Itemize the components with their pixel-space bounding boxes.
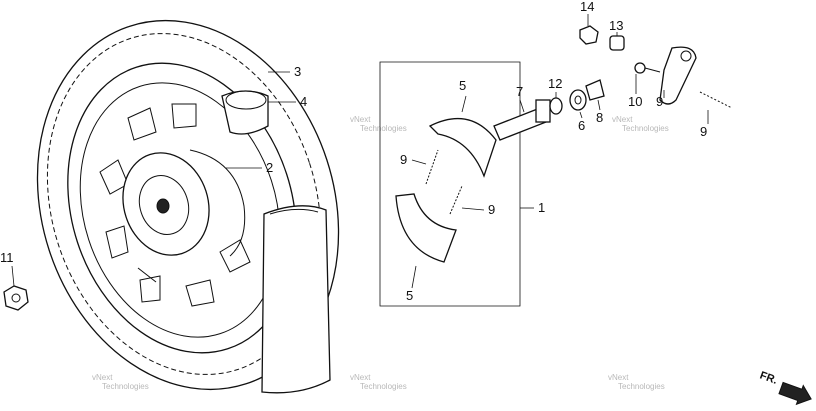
leader-line-6 [579,111,583,119]
brake-panel-group [379,61,521,307]
leader-line-7 [519,99,525,113]
callout-5-top: 5 [459,78,466,93]
valve-stem [137,267,157,283]
watermark-text-line1: vNext [92,373,113,382]
watermark-text-line1: vNext [608,373,629,382]
bolt-head [634,62,646,74]
brake-arm-hole [680,50,692,62]
front-direction-arrow: FR. [758,370,812,406]
leader-line-8 [597,99,601,111]
hub-inner [138,175,190,235]
callout-12: 10 [628,94,642,109]
leader-lines [11,14,709,289]
brake-panel-frame [379,61,521,307]
indicator-plate-body [585,79,605,101]
leader-line-13 [11,265,15,287]
bolt-shank [644,67,661,73]
tire-tread [46,33,322,375]
callout-15: 13 [609,18,623,33]
washer-illustration [569,89,587,111]
leader-line-9-top [411,159,427,165]
rim-band [221,90,269,135]
return-spring-illustration [699,91,733,109]
cap-nut-body [579,25,599,45]
bolt-illustration [634,62,661,74]
watermark-5: vNext Technologies [350,373,407,391]
callout-9-bottom: 9 [488,202,495,217]
watermark-text-line2: Technologies [102,382,149,391]
callout-5-bottom: 5 [406,288,413,303]
axle-hole [156,198,170,214]
axle-nut-body [3,285,29,311]
leader-line-5-top [461,95,467,113]
callout-11: 9 [700,124,707,139]
callout-4: 4 [300,94,307,109]
pin-illustration [609,35,625,51]
wheel-spoke-holes [99,103,251,307]
wheel-tire-illustration [36,19,340,394]
callout-7: 7 [516,84,523,99]
callout-14: 12 [548,76,562,91]
watermark-text-line1: vNext [350,115,371,124]
callout-6: 6 [578,118,585,133]
brake-shoe-top [428,118,497,178]
watermark-text-line1: vNext [612,115,633,124]
front-direction-label: FR. [758,370,779,387]
felt-seal-body [549,97,563,115]
callout-13: 11 [0,250,14,265]
axle-nut-illustration [3,285,29,311]
watermark-6: vNext Technologies [608,373,665,391]
wheel-rim-inner [79,82,281,338]
watermark-text-line2: Technologies [360,382,407,391]
brake-spring-upper [425,149,439,185]
brake-drum-face [189,149,246,257]
callout-1: 1 [538,200,545,215]
brake-cam-illustration [493,99,551,141]
brake-cam-head [535,99,551,123]
callout-8: 8 [596,110,603,125]
brake-arm-illustration [659,46,697,105]
washer-body [569,89,587,111]
watermark-text-line1: vNext [350,373,371,382]
callout-10: 9 [656,94,663,109]
return-spring-body [699,91,733,109]
tire-cutaway [261,205,331,394]
front-direction-arrow-icon [778,381,812,406]
pin-body [609,35,625,51]
callout-2: 2 [266,160,273,175]
watermark-text-line2: Technologies [622,124,669,133]
watermark-text-line2: Technologies [618,382,665,391]
callout-3: 3 [294,64,301,79]
axle-nut-hole [11,293,21,303]
washer-hole [574,95,582,105]
watermark-text-line2: Technologies [360,124,407,133]
felt-seal-illustration [549,97,563,115]
rim-band-edge [225,90,267,110]
callout-9-top: 9 [400,152,407,167]
watermark-2: vNext Technologies [350,115,407,133]
cap-nut-illustration [579,25,599,45]
leader-line-5-bottom [411,265,417,289]
watermark-4: vNext Technologies [92,373,149,391]
tube-cutaway [269,208,319,215]
watermark-3: vNext Technologies [612,115,669,133]
callout-16: 14 [580,0,594,14]
brake-shoe-bottom [395,193,457,263]
wear-indicator-plate-illustration [585,79,605,101]
leader-line-9-bottom [461,207,485,211]
brake-spring-lower [449,185,463,215]
